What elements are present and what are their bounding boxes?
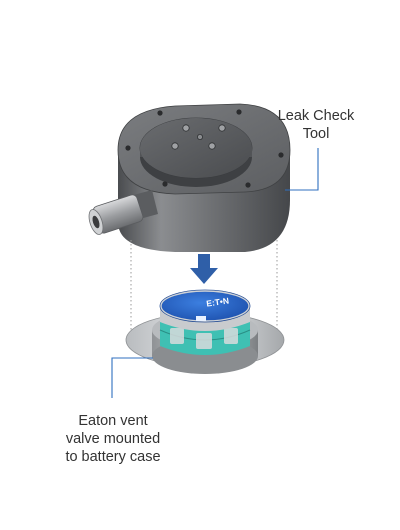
tool-callout-label: Leak Check Tool — [277, 108, 355, 142]
tool-callout-line — [285, 148, 319, 191]
guide-lines — [130, 240, 278, 342]
valve-callout-label: Eaton vent valve mounted to battery case — [65, 413, 161, 465]
down-arrow-icon — [190, 254, 218, 284]
callout-lines — [111, 148, 319, 398]
vent-valve: E:T•N — [125, 289, 285, 374]
valve-callout-line — [111, 357, 153, 398]
leak-check-tool — [88, 103, 291, 252]
eaton-logo: E:T•N — [206, 295, 230, 308]
